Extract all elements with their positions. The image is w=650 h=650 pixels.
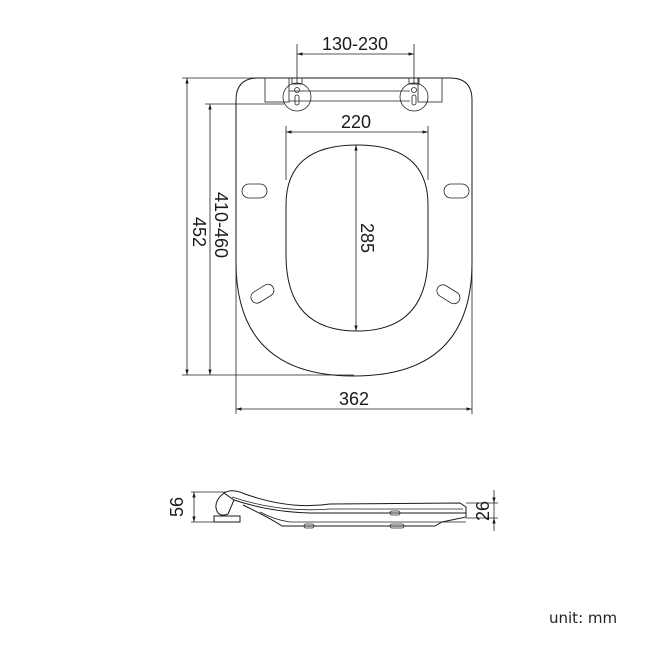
dim-label-seat-thickness: 26: [473, 501, 493, 521]
dim-label-fixing-length: 410-460: [211, 192, 231, 258]
dim-hinge-height: 56: [167, 491, 226, 523]
dim-seat-thickness: 26: [466, 490, 498, 531]
dim-opening-width: 220: [285, 112, 429, 180]
dim-overall-length: 452: [182, 77, 354, 376]
unit-label: unit: mm: [549, 609, 618, 627]
bumper-slot: [436, 284, 461, 305]
seat-opening: [285, 144, 429, 332]
dim-label-opening-length: 285: [357, 223, 377, 253]
dim-fixing-length: 410-460: [205, 103, 284, 375]
dim-hinge-spacing: 130-230: [296, 34, 415, 84]
dim-overall-width: 362: [235, 262, 473, 414]
dim-label-overall-width: 362: [339, 389, 369, 409]
dim-label-hinge-height: 56: [167, 497, 187, 517]
side-view: 56 26: [167, 490, 498, 531]
dim-opening-length: 285: [354, 145, 377, 331]
dim-label-opening-width: 220: [341, 112, 371, 132]
hinge-assembly: [264, 77, 443, 112]
bumper-slot: [443, 183, 470, 199]
bumper-slot: [241, 183, 268, 199]
dim-label-overall-length: 452: [189, 217, 209, 247]
bumper-slot: [250, 283, 275, 304]
top-view: 130-230 220 285 452 410-460: [182, 34, 473, 414]
dim-label-hinge-spacing: 130-230: [322, 34, 388, 54]
